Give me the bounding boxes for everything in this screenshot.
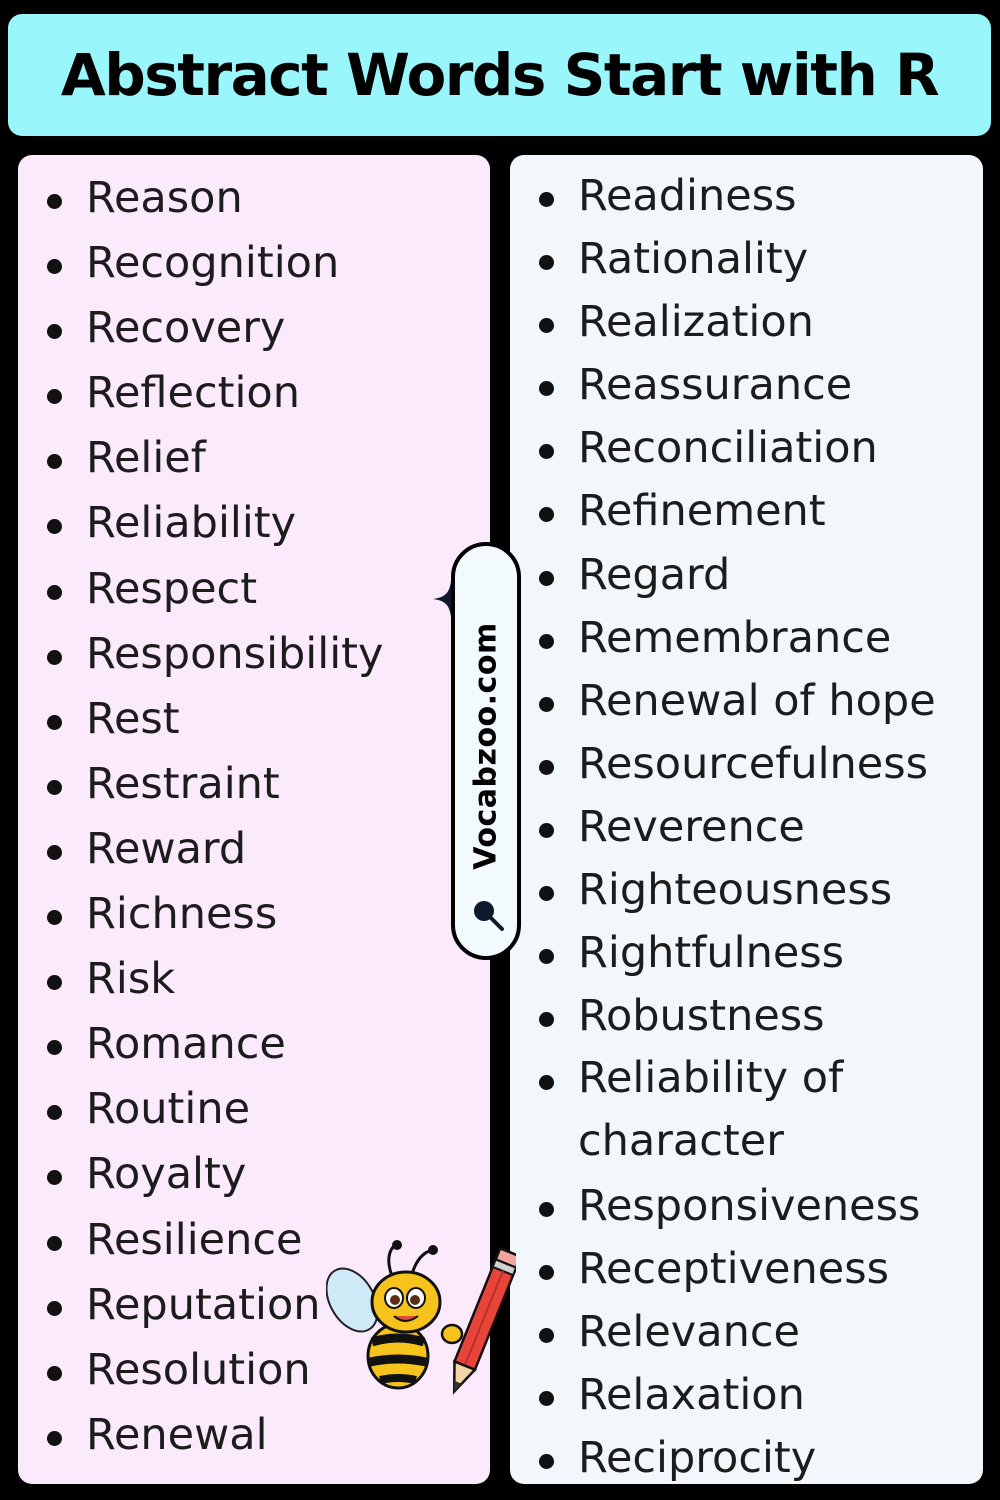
list-item: Reliability of character xyxy=(510,1047,983,1173)
right-word-panel: Readiness Rationality Realization Reassu… xyxy=(510,155,983,1484)
brand-badge: Vocabzoo.com xyxy=(451,542,521,960)
list-item: Reverence xyxy=(510,805,983,869)
list-item: Reflection xyxy=(18,372,490,437)
list-item: Reward xyxy=(18,827,490,893)
list-item: Respect xyxy=(18,567,490,633)
page-title: Abstract Words Start with R xyxy=(60,41,940,109)
list-item: Refinement xyxy=(510,490,983,553)
list-item: Reconciliation xyxy=(510,427,983,490)
title-banner: Abstract Words Start with R xyxy=(8,14,991,136)
list-item: Relaxation xyxy=(510,1373,983,1437)
list-item: Resilience xyxy=(18,1218,490,1284)
list-item: Romance xyxy=(18,1023,490,1088)
left-word-list: Reason Recognition Recovery Reflection R… xyxy=(18,155,490,1479)
list-item: Robustness xyxy=(510,995,983,1058)
list-item: Responsibility xyxy=(18,632,490,698)
list-item: Responsiveness xyxy=(510,1184,983,1248)
list-item: Rationality xyxy=(510,238,983,301)
list-item: Reassurance xyxy=(510,364,983,427)
list-item: Richness xyxy=(18,893,490,958)
list-item: Readiness xyxy=(510,174,983,238)
list-item: Relief xyxy=(18,437,490,502)
list-item: Rightfulness xyxy=(510,932,983,995)
list-item: Renewal xyxy=(18,1413,490,1479)
list-item: Risk xyxy=(18,958,490,1023)
list-item: Reason xyxy=(18,176,490,242)
list-item: Routine xyxy=(18,1088,490,1153)
right-word-list: Readiness Rationality Realization Reassu… xyxy=(510,155,983,1484)
list-item: Relevance xyxy=(510,1310,983,1374)
list-item: Realization xyxy=(510,301,983,364)
list-item: Remembrance xyxy=(510,616,983,680)
list-item: Righteousness xyxy=(510,868,983,932)
list-item: Rest xyxy=(18,697,490,763)
search-icon xyxy=(474,901,504,931)
list-item: Recognition xyxy=(18,242,490,307)
list-item: Regard xyxy=(510,553,983,617)
list-item: Resolution xyxy=(18,1348,490,1414)
brand-site-name: Vocabzoo.com xyxy=(468,622,504,870)
bee-mascot-icon xyxy=(326,1240,516,1395)
list-item: Restraint xyxy=(18,762,490,828)
list-item: Resourcefulness xyxy=(510,742,983,806)
left-word-panel: Reason Recognition Recovery Reflection R… xyxy=(18,155,490,1484)
list-item: Receptiveness xyxy=(510,1247,983,1311)
list-item: Reliability xyxy=(18,502,490,567)
list-item: Reputation xyxy=(18,1283,490,1349)
list-item: Renewal of hope xyxy=(510,679,983,743)
list-item: Royalty xyxy=(18,1153,490,1218)
list-item: Reciprocity xyxy=(510,1436,983,1484)
list-item: Recovery xyxy=(18,307,490,372)
